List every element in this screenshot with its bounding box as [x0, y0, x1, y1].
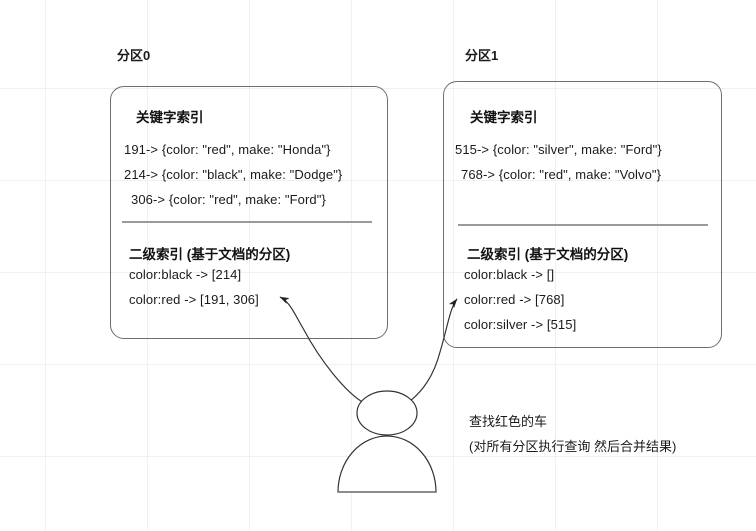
partition-1-secondary-entry-0: color:black -> [] — [464, 267, 555, 282]
partition-0-label: 分区0 — [117, 48, 151, 63]
partition-1-label: 分区1 — [465, 48, 499, 63]
query-caption-line-1: (对所有分区执行查询 然后合并结果) — [469, 439, 677, 454]
person-body-icon — [337, 435, 437, 493]
partition-0-secondary-entry-0: color:black -> [214] — [129, 267, 242, 282]
partition-1-secondary-index-title: 二级索引 (基于文档的分区) — [467, 247, 629, 262]
partition-1-divider — [458, 224, 708, 226]
partition-0-secondary-index-title: 二级索引 (基于文档的分区) — [129, 247, 291, 262]
partition-1-secondary-entry-1: color:red -> [768] — [464, 292, 565, 307]
partition-1-keyword-entry-0: 515-> {color: "silver", make: "Ford"} — [455, 142, 662, 157]
partition-1-card[interactable] — [443, 81, 722, 348]
partition-0-keyword-entry-1: 214-> {color: "black", make: "Dodge"} — [124, 167, 343, 182]
partition-1-keyword-entry-1: 768-> {color: "red", make: "Volvo"} — [461, 167, 662, 182]
partition-0-keyword-index-title: 关键字索引 — [136, 110, 204, 125]
person-head-icon — [356, 390, 418, 436]
partition-0-card[interactable] — [110, 86, 388, 339]
partition-1-keyword-index-title: 关键字索引 — [470, 110, 538, 125]
query-caption-line-0: 查找红色的车 — [469, 414, 548, 429]
partition-1-secondary-entry-2: color:silver -> [515] — [464, 317, 577, 332]
partition-0-divider — [122, 221, 372, 223]
partition-0-secondary-entry-1: color:red -> [191, 306] — [129, 292, 259, 307]
partition-0-keyword-entry-0: 191-> {color: "red", make: "Honda"} — [124, 142, 331, 157]
partition-0-keyword-entry-2: 306-> {color: "red", make: "Ford"} — [131, 192, 326, 207]
